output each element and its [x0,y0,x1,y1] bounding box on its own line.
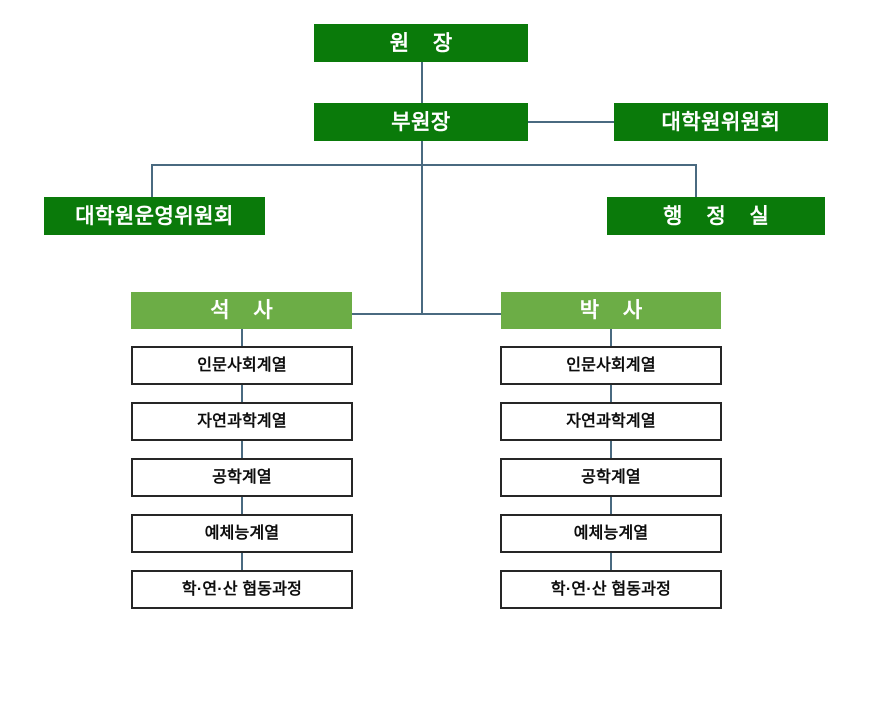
masters-program-2[interactable]: 자연과학계열 [131,402,353,441]
connector-bus-to-operating-committee [151,164,153,197]
connector-vice-to-graduate-committee [484,121,614,123]
connector-masters-to-program-1 [241,329,243,346]
connector-masters-doctoral [352,313,502,315]
doctoral-program-3[interactable]: 공학계열 [500,458,722,497]
node-graduate-committee[interactable]: 대학원위원회 [614,103,828,141]
connector-bus-to-admin-office [695,164,697,197]
connector-director-to-vice [421,62,423,103]
doctoral-program-5[interactable]: 학·연·산 협동과정 [500,570,722,609]
connector-doctoral-program-2-3 [610,441,612,458]
node-doctoral[interactable]: 박 사 [501,292,721,329]
connector-masters-program-1-2 [241,385,243,402]
connector-masters-program-2-3 [241,441,243,458]
connector-doctoral-to-program-1 [610,329,612,346]
node-director[interactable]: 원 장 [314,24,528,62]
connector-doctoral-program-4-5 [610,553,612,570]
doctoral-program-1[interactable]: 인문사회계열 [500,346,722,385]
node-masters[interactable]: 석 사 [131,292,352,329]
masters-program-4[interactable]: 예체능계열 [131,514,353,553]
connector-doctoral-program-1-2 [610,385,612,402]
masters-program-3[interactable]: 공학계열 [131,458,353,497]
connector-branch-bus [151,164,697,166]
masters-program-5[interactable]: 학·연·산 협동과정 [131,570,353,609]
masters-program-1[interactable]: 인문사회계열 [131,346,353,385]
connector-masters-program-3-4 [241,497,243,514]
node-operating-committee[interactable]: 대학원운영위원회 [44,197,265,235]
node-admin-office[interactable]: 행 정 실 [607,197,825,235]
doctoral-program-4[interactable]: 예체능계열 [500,514,722,553]
doctoral-program-2[interactable]: 자연과학계열 [500,402,722,441]
connector-masters-program-4-5 [241,553,243,570]
connector-vice-down [421,141,423,314]
node-vice-director[interactable]: 부원장 [314,103,528,141]
connector-doctoral-program-3-4 [610,497,612,514]
